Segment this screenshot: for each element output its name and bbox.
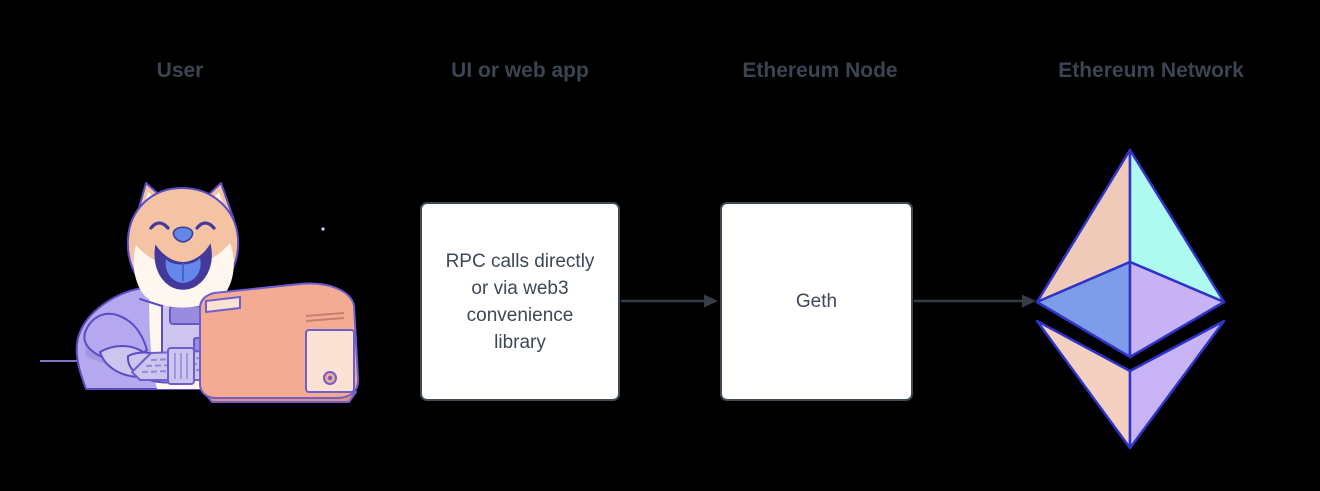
left-arm-and-glove (83, 312, 190, 384)
eth-face-mid-left (1035, 260, 1132, 359)
face (126, 187, 240, 304)
eth-base-left (1035, 319, 1132, 450)
ui-node-text-line: library (494, 331, 546, 353)
computer-knob-dot (327, 375, 333, 381)
computer (199, 282, 360, 403)
geth-label: Geth (795, 291, 838, 312)
computer-base (203, 391, 357, 403)
arrowhead-icon (1022, 294, 1036, 308)
right-ear (200, 182, 235, 221)
nose (172, 226, 194, 243)
side-unit (167, 347, 195, 385)
ui-node-text-line: or via web3 (471, 277, 569, 299)
computer-top-handle (205, 296, 241, 313)
doge-head (126, 182, 240, 308)
ui-node-text-line: RPC calls directly (445, 250, 595, 272)
spacesuit-torso (75, 286, 275, 390)
muzzle (133, 243, 234, 308)
tongue (165, 258, 201, 283)
eth-base-right (1128, 319, 1226, 450)
mouth (154, 243, 212, 290)
computer-shell (199, 282, 360, 399)
column-title-user: User (156, 59, 204, 82)
keyboard (131, 348, 267, 381)
eth-face-top-left (1035, 148, 1132, 304)
arrowhead-icon (704, 294, 718, 308)
computer-panel (305, 329, 355, 393)
ui-node-text-line: convenience (466, 304, 574, 326)
right-ear-inner (208, 192, 226, 213)
sparkle-dot (321, 227, 325, 231)
left-ear (134, 182, 174, 223)
right-eye-icon (195, 221, 216, 230)
computer-knob (323, 371, 337, 385)
chest-pack (139, 289, 242, 361)
left-eye-icon (149, 221, 170, 230)
computer-vents (305, 312, 345, 322)
arrow-node-to-network (914, 294, 1036, 308)
right-arm (227, 311, 260, 371)
ui-web-app-node: RPC calls directly or via web3 convenien… (420, 202, 620, 401)
arrow-ui-to-node (621, 294, 718, 308)
column-title-ethereum-network: Ethereum Network (1058, 59, 1244, 82)
eth-face-top-right (1128, 148, 1226, 304)
column-title-ui-web-app: UI or web app (451, 59, 589, 82)
left-ear-inner (141, 192, 163, 214)
eth-face-mid-right (1128, 260, 1226, 359)
doge-user-illustration (40, 182, 360, 403)
chest-fur (149, 252, 230, 389)
column-title-ethereum-node: Ethereum Node (742, 59, 898, 82)
ethereum-node-box: Geth (720, 202, 913, 401)
ethereum-logo (1035, 148, 1226, 450)
